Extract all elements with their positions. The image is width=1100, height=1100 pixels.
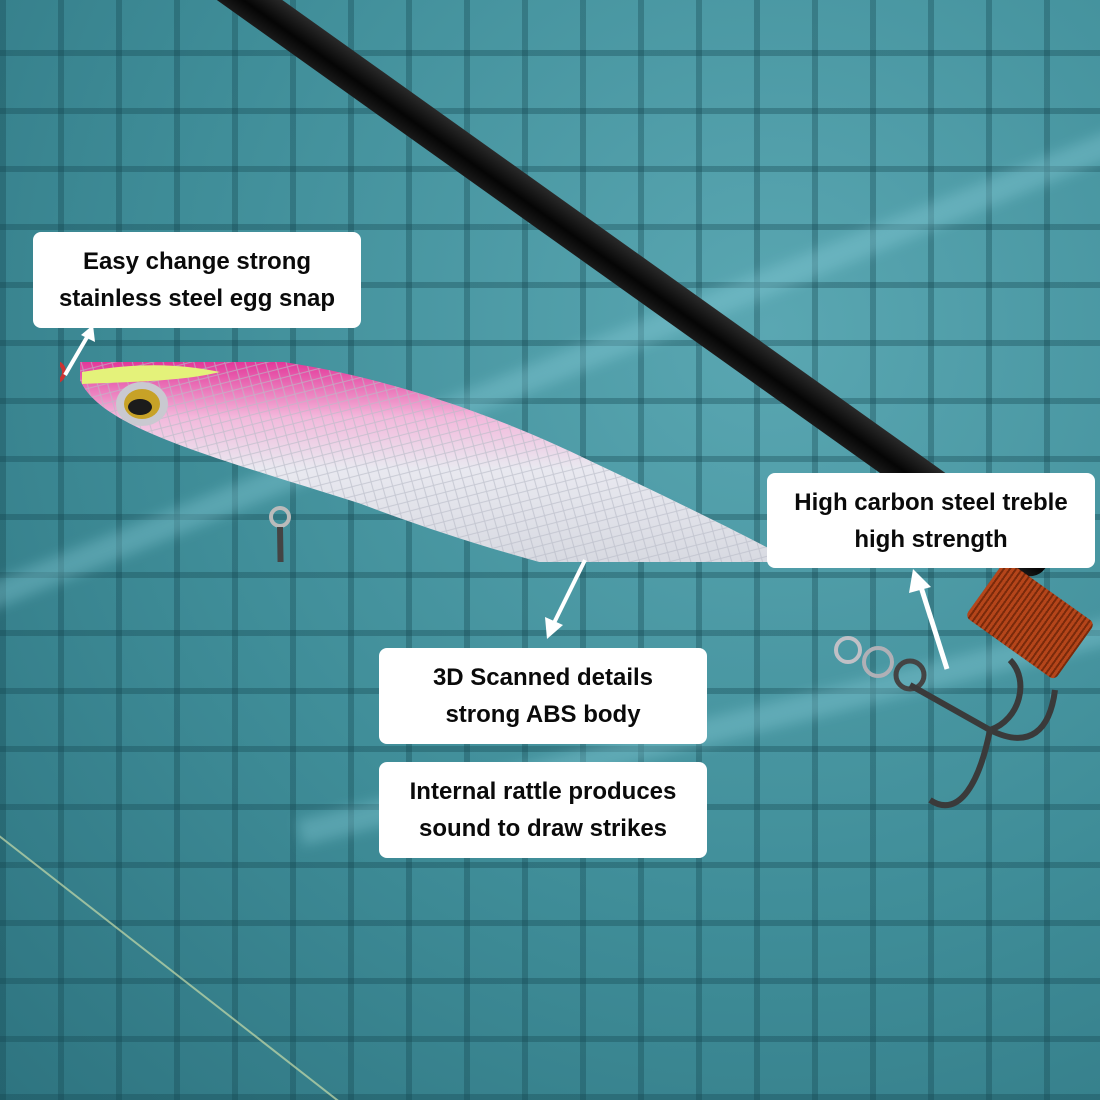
callout-line: Internal rattle produces	[409, 778, 677, 805]
fishing-line	[0, 820, 391, 1100]
fishing-lure	[60, 362, 795, 562]
arrow-to-treble-icon	[909, 569, 950, 670]
arrow-to-snap-icon	[63, 325, 95, 377]
callout-line: 3D Scanned details	[432, 664, 654, 691]
callout-line: strong ABS body	[445, 701, 641, 728]
callout-line: Easy change strong	[82, 248, 312, 275]
callout-treble-hook: High carbon steel treble high strength	[767, 473, 1095, 568]
callout-line: high strength	[854, 525, 1008, 553]
arrow-to-body-icon	[545, 559, 587, 639]
callout-line: stainless steel egg snap	[58, 285, 336, 312]
callout-abs-body: 3D Scanned details strong ABS body	[379, 648, 707, 744]
callout-egg-snap: Easy change strong stainless steel egg s…	[33, 232, 361, 328]
callout-line: High carbon steel treble	[794, 488, 1068, 516]
callout-rattle: Internal rattle produces sound to draw s…	[379, 762, 707, 858]
callout-line: sound to draw strikes	[418, 815, 668, 842]
rear-treble-hook	[834, 636, 1058, 809]
